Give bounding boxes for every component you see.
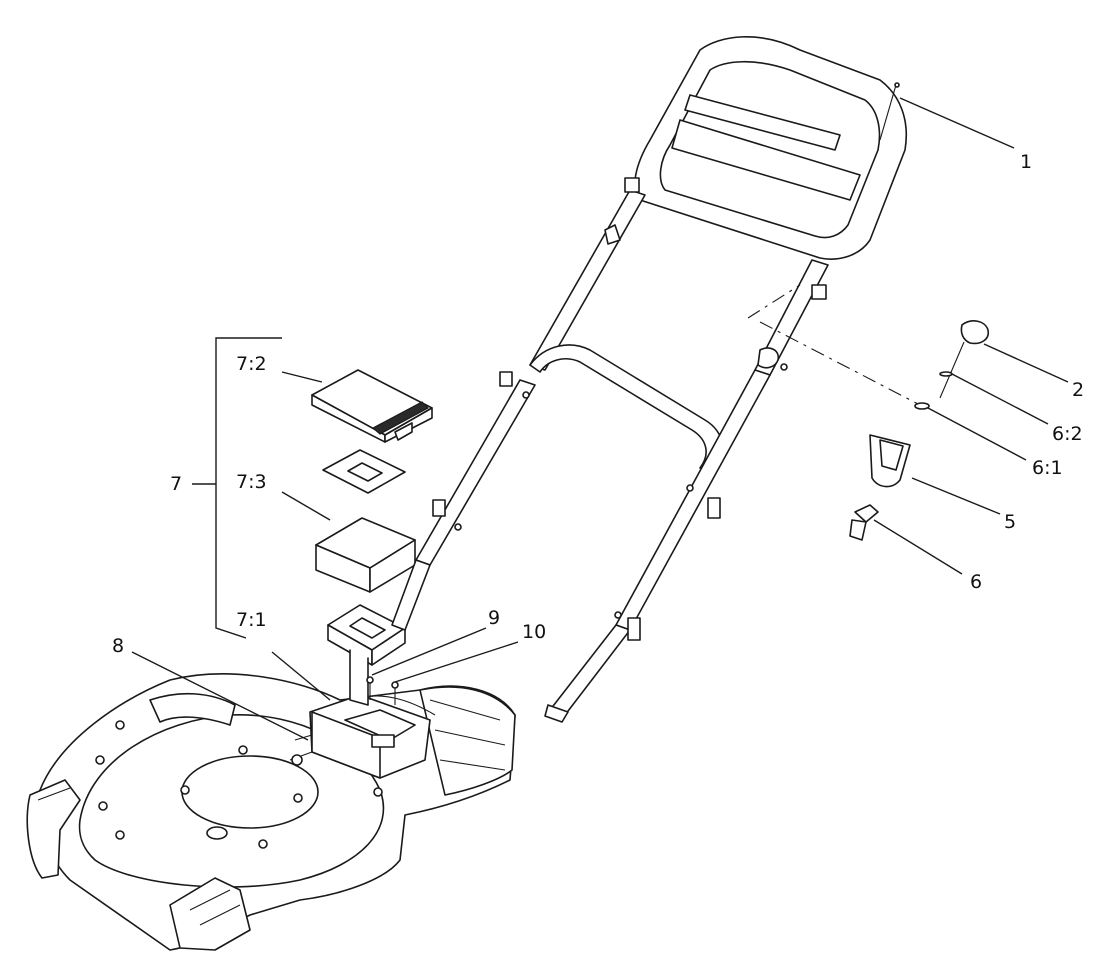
callout-7-2: 7:2 xyxy=(236,353,267,375)
leader-lines xyxy=(131,97,1069,741)
callout-7-1: 7:1 xyxy=(236,609,267,631)
callout-6-1: 6:1 xyxy=(1032,457,1063,479)
mower-deck xyxy=(26,673,516,951)
callout-5: 5 xyxy=(1004,511,1016,533)
callout-7: 7 xyxy=(170,473,182,495)
group-bracket-7 xyxy=(215,337,282,639)
callout-8: 8 xyxy=(112,635,124,657)
callout-6-2: 6:2 xyxy=(1052,423,1083,445)
callout-1: 1 xyxy=(1020,151,1032,173)
bolt-9 xyxy=(366,676,374,700)
battery-pack-7-3 xyxy=(315,517,416,593)
mower-handle xyxy=(391,36,908,723)
callout-10: 10 xyxy=(522,621,546,643)
washer-6-2 xyxy=(939,371,953,377)
bolt-10 xyxy=(391,681,399,705)
callout-6: 6 xyxy=(970,571,982,593)
assembly-centerline xyxy=(747,284,919,405)
callout-9: 9 xyxy=(488,607,500,629)
bracket-5 xyxy=(869,434,911,488)
bolt-6 xyxy=(849,504,879,541)
screw-1 xyxy=(879,82,900,141)
battery-cover-7-2 xyxy=(311,369,433,443)
battery-housing xyxy=(289,694,436,779)
knob-2 xyxy=(939,320,990,399)
callout-2: 2 xyxy=(1072,379,1084,401)
callout-7-3: 7:3 xyxy=(236,471,267,493)
gasket-7-3 xyxy=(322,449,406,494)
washer-6-1 xyxy=(914,402,930,410)
